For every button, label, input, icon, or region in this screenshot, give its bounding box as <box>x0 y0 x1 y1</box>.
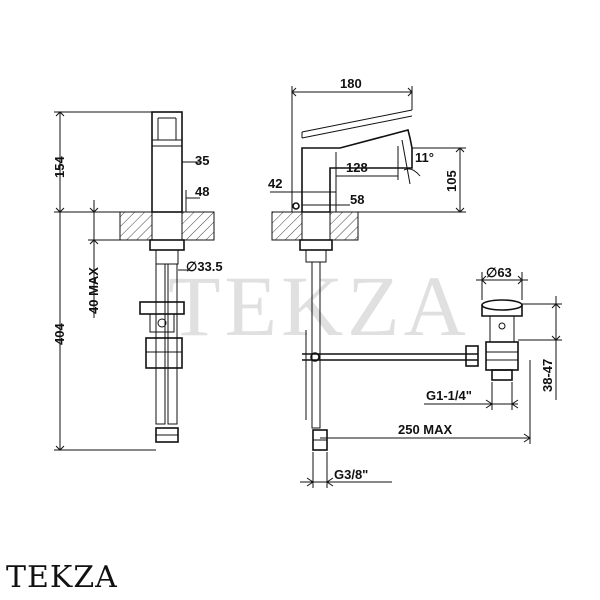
dim-105: 105 <box>444 170 459 192</box>
dim-128: 128 <box>346 160 368 175</box>
dim-250-max: 250 MAX <box>398 422 453 437</box>
dim-35: 35 <box>195 153 209 168</box>
front-body <box>301 129 413 213</box>
dim-dia-33-5: ∅33.5 <box>186 259 223 274</box>
dim-dia-63: ∅63 <box>486 265 512 280</box>
side-countertop-left <box>119 211 153 241</box>
dim-58: 58 <box>350 192 364 207</box>
dim-40-max: 40 MAX <box>86 267 101 314</box>
dim-404: 404 <box>52 323 67 345</box>
side-body <box>151 111 183 213</box>
dim-g3-8: G3/8" <box>334 467 368 482</box>
dim-38-47: 38-47 <box>540 359 555 392</box>
dim-48: 48 <box>195 184 209 199</box>
front-countertop-left <box>271 211 303 241</box>
front-view: 180 128 11° 105 42 58 250 MAX G3/8" <box>268 76 531 488</box>
side-view: 154 404 40 MAX 35 48 ∅33.5 <box>52 111 223 451</box>
dim-g1-1-4: G1-1/4" <box>426 388 472 403</box>
dim-154: 154 <box>52 156 67 178</box>
dim-42: 42 <box>268 176 282 191</box>
watermark-text: TEKZA <box>168 258 470 354</box>
dim-angle-11: 11° <box>415 150 434 165</box>
drain-view: ∅63 38-47 G1-1/4" <box>424 265 562 410</box>
side-countertop-right <box>181 211 215 241</box>
side-hoses <box>155 263 178 425</box>
dim-180: 180 <box>340 76 362 91</box>
front-countertop-right <box>329 211 359 241</box>
brand-logo-text: TEKZA <box>6 560 118 595</box>
